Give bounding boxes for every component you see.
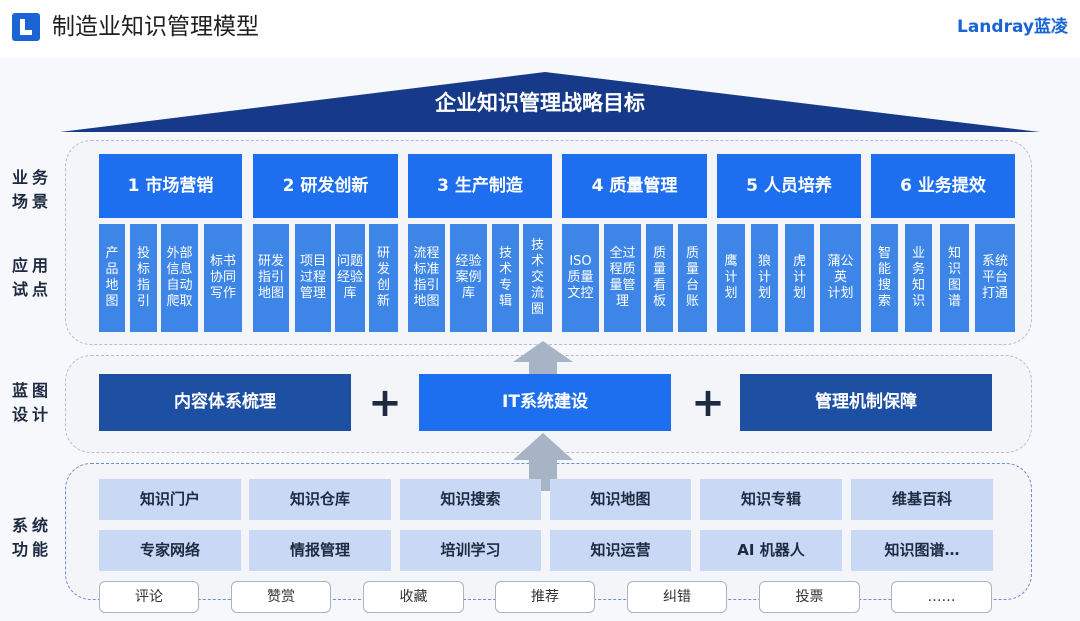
pilot-quality-board: 质 量 看 板 xyxy=(646,224,673,332)
pilot-project-process: 项目 过程 管理 xyxy=(295,224,331,332)
label-business-scenario: 业务 场景 xyxy=(12,168,53,211)
pilot-tiger-plan: 虎 计 划 xyxy=(785,224,814,332)
function-expert-network: 专家网络 xyxy=(99,530,241,571)
strategy-goal-label: 企业知识管理战略目标 xyxy=(435,91,645,115)
pilot-business-knowledge: 业 务 知 识 xyxy=(905,224,932,332)
function-knowledge-portal: 知识门户 xyxy=(99,479,241,520)
category-efficiency: 6 业务提效 xyxy=(871,154,1015,218)
plus-icon: + xyxy=(368,380,402,426)
function-knowledge-graph: 知识图谱… xyxy=(851,530,993,571)
pilot-eagle-plan: 鹰 计 划 xyxy=(717,224,745,332)
brand-logo-text: Landray蓝凌 xyxy=(957,17,1068,37)
category-marketing: 1 市场营销 xyxy=(99,154,242,218)
up-arrow-icon xyxy=(513,433,573,491)
pilot-case-library: 经验 案例 库 xyxy=(450,224,487,332)
pilot-platform-integration: 系统 平台 打通 xyxy=(975,224,1015,332)
function-knowledge-repository: 知识仓库 xyxy=(249,479,391,520)
social-appreciate: 赞赏 xyxy=(231,581,331,613)
category-talent: 5 人员培养 xyxy=(717,154,861,218)
up-arrow-icon xyxy=(513,341,573,375)
pilot-bid-writing: 标书 协同 写作 xyxy=(204,224,242,332)
blueprint-management-mechanism: 管理机制保障 xyxy=(740,374,992,431)
blueprint-content-system: 内容体系梳理 xyxy=(99,374,351,431)
category-quality: 4 质量管理 xyxy=(562,154,707,218)
function-ai-robot: AI 机器人 xyxy=(700,530,842,571)
pilot-tech-circle: 技 术 交 流 圈 xyxy=(523,224,552,332)
blueprint-it-system: IT系统建设 xyxy=(419,374,671,431)
page-title: 制造业知识管理模型 xyxy=(52,14,259,40)
pilot-info-crawl: 外部 信息 自动 爬取 xyxy=(161,224,198,332)
function-knowledge-map: 知识地图 xyxy=(550,479,691,520)
pilot-product-map: 产 品 地 图 xyxy=(99,224,125,332)
pilot-rnd-map: 研发 指引 地图 xyxy=(253,224,289,332)
pilot-rnd-innovation: 研 发 创 新 xyxy=(369,224,398,332)
pilot-knowledge-graph: 知 识 图 谱 xyxy=(940,224,969,332)
function-knowledge-operation: 知识运营 xyxy=(550,530,691,571)
pilot-process-standard: 流程 标准 指引 地图 xyxy=(408,224,445,332)
category-manufacturing: 3 生产制造 xyxy=(408,154,552,218)
header-bar xyxy=(0,0,1080,58)
social-more: …… xyxy=(891,581,992,613)
function-knowledge-album: 知识专辑 xyxy=(700,479,842,520)
social-recommend: 推荐 xyxy=(495,581,595,613)
function-intelligence-management: 情报管理 xyxy=(249,530,391,571)
label-blueprint-design: 蓝图 设计 xyxy=(12,381,53,424)
pilot-problem-library: 问题 经验 库 xyxy=(335,224,365,332)
function-knowledge-search: 知识搜索 xyxy=(400,479,541,520)
plus-icon: + xyxy=(691,380,725,426)
function-training: 培训学习 xyxy=(400,530,541,571)
strategy-roof xyxy=(60,72,1040,132)
category-rnd: 2 研发创新 xyxy=(253,154,398,218)
social-favorite: 收藏 xyxy=(363,581,464,613)
social-comment: 评论 xyxy=(99,581,199,613)
social-correct: 纠错 xyxy=(627,581,727,613)
label-system-function: 系统 功能 xyxy=(12,516,53,559)
pilot-iso-control: ISO 质量 文控 xyxy=(562,224,599,332)
pilot-smart-search: 智 能 搜 索 xyxy=(871,224,898,332)
function-wiki: 维基百科 xyxy=(851,479,993,520)
label-application-pilot: 应用 试点 xyxy=(12,256,53,299)
social-vote: 投票 xyxy=(759,581,860,613)
pilot-tech-album: 技 术 专 辑 xyxy=(492,224,519,332)
landray-logo-icon xyxy=(12,13,40,41)
pilot-bid-guide: 投 标 指 引 xyxy=(130,224,157,332)
pilot-full-quality: 全过 程质 量管 理 xyxy=(604,224,641,332)
pilot-dandelion-plan: 蒲公 英 计划 xyxy=(820,224,861,332)
pilot-wolf-plan: 狼 计 划 xyxy=(751,224,778,332)
pilot-quality-ledger: 质 量 台 账 xyxy=(678,224,707,332)
